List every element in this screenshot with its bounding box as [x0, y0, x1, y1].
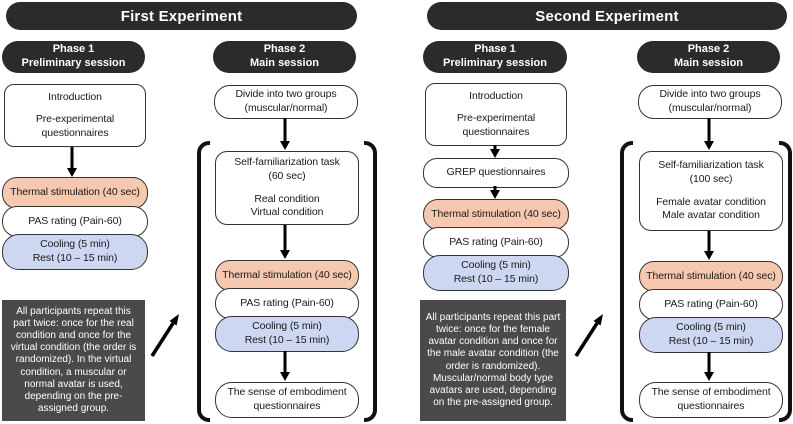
exp1-selffam-line2: (60 sec) — [268, 169, 306, 182]
diagonal-arrow-icon — [150, 314, 179, 357]
left-bracket-icon — [197, 141, 210, 422]
exp2-cooling-line2: Rest (10 – 15 min) — [453, 273, 539, 285]
exp2-intro-sub2: questionnaires — [462, 125, 530, 138]
exp2-selffam-line4: Male avatar condition — [662, 209, 760, 222]
exp2-pas-box: PAS rating (Pain-60) — [423, 227, 569, 258]
exp2-pas-label: PAS rating (Pain-60) — [449, 235, 543, 248]
exp2-phase2-line1: Phase 2 — [687, 43, 730, 56]
exp2-main-cooling-box: Cooling (5 min) Rest (10 – 15 min) — [639, 317, 783, 353]
exp2-selffam-box: Self-familiarization task (100 sec) Fema… — [639, 151, 783, 231]
exp2-main-thermal-label: Thermal stimulation (40 sec) — [646, 269, 776, 282]
exp1-main-thermal-label: Thermal stimulation (40 sec) — [222, 268, 352, 281]
exp2-selffam-line2: (100 sec) — [689, 172, 733, 185]
exp1-main-cooling-line1: Cooling (5 min) — [252, 320, 322, 333]
exp1-main-thermal-box: Thermal stimulation (40 sec) — [215, 260, 359, 291]
exp1-divide-line1: Divide into two groups — [235, 88, 337, 101]
exp2-thermal-box: Thermal stimulation (40 sec) — [423, 199, 569, 230]
exp2-selffam-line3: Female avatar condition — [656, 195, 766, 208]
exp1-repeat-note-text: All participants repeat this part twice:… — [10, 305, 137, 415]
exp2-phase2-pill: Phase 2 Main session — [637, 41, 780, 73]
flow-arrow-icon — [66, 147, 78, 177]
exp2-grep-box: GREP questionnaires — [423, 158, 569, 188]
exp1-divide-line2: (muscular/normal) — [244, 102, 328, 114]
exp1-main-pas-box: PAS rating (Pain-60) — [215, 288, 359, 319]
flow-arrow-icon — [703, 118, 715, 150]
exp2-repeat-note-text: All participants repeat this part twice:… — [425, 311, 561, 409]
exp1-cooling-box: Cooling (5 min) Rest (10 – 15 min) — [2, 234, 148, 270]
experiment1-title: First Experiment — [6, 2, 357, 30]
exp2-embodiment-line1: The sense of embodiment — [651, 386, 771, 399]
exp1-phase1-pill: Phase 1 Preliminary session — [2, 41, 145, 73]
exp2-thermal-label: Thermal stimulation (40 sec) — [431, 207, 561, 220]
left-bracket-icon — [620, 141, 633, 422]
exp1-phase1-line2: Preliminary session — [21, 57, 126, 69]
exp2-phase1-pill: Phase 1 Preliminary session — [423, 41, 567, 73]
exp1-phase2-line1: Phase 2 — [263, 43, 306, 56]
exp2-divide-line2: (muscular/normal) — [668, 102, 752, 114]
exp2-intro-box: Introduction Pre-experimental questionna… — [425, 83, 567, 146]
exp2-cooling-line1: Cooling (5 min) — [461, 259, 531, 272]
flow-arrow-icon — [703, 352, 715, 381]
exp1-intro-sub2: questionnaires — [41, 126, 109, 139]
experiment2-title-label: Second Experiment — [535, 7, 679, 25]
flow-arrow-icon — [279, 225, 291, 259]
exp2-phase2-line2: Main session — [673, 57, 744, 69]
exp1-embodiment-line2: questionnaires — [253, 400, 321, 412]
flow-arrow-icon — [279, 118, 291, 150]
exp1-cooling-line2: Rest (10 – 15 min) — [32, 252, 118, 264]
exp1-selffam-line3: Real condition — [254, 192, 320, 205]
exp2-phase1-line1: Phase 1 — [474, 43, 516, 56]
exp2-divide-box: Divide into two groups (muscular/normal) — [638, 85, 782, 119]
exp2-divide-line1: Divide into two groups — [659, 88, 761, 101]
exp1-cooling-line1: Cooling (5 min) — [40, 238, 110, 251]
exp2-grep-label: GREP questionnaires — [446, 166, 546, 179]
flow-arrow-icon — [489, 186, 501, 199]
exp1-main-pas-label: PAS rating (Pain-60) — [240, 296, 334, 309]
exp1-intro-sub1: Pre-experimental — [35, 113, 115, 126]
exp1-selffam-line4: Virtual condition — [250, 206, 324, 219]
exp1-selffam-box: Self-familiarization task (60 sec) Real … — [215, 151, 359, 225]
exp1-main-cooling-line2: Rest (10 – 15 min) — [244, 334, 330, 346]
exp2-embodiment-box: The sense of embodiment questionnaires — [639, 382, 783, 418]
exp1-phase2-pill: Phase 2 Main session — [213, 41, 356, 73]
exp2-embodiment-line2: questionnaires — [677, 400, 745, 412]
exp1-thermal-label: Thermal stimulation (40 sec) — [10, 186, 140, 199]
exp1-embodiment-box: The sense of embodiment questionnaires — [215, 382, 359, 418]
exp1-intro-box: Introduction Pre-experimental questionna… — [4, 84, 146, 147]
right-bracket-icon — [364, 141, 377, 422]
exp2-selffam-line1: Self-familiarization task — [658, 159, 764, 172]
exp2-intro-sub1: Pre-experimental — [456, 112, 536, 125]
exp1-main-cooling-box: Cooling (5 min) Rest (10 – 15 min) — [215, 316, 359, 352]
exp1-thermal-box: Thermal stimulation (40 sec) — [2, 177, 148, 209]
experiment1-title-label: First Experiment — [120, 7, 243, 25]
exp2-main-thermal-box: Thermal stimulation (40 sec) — [639, 261, 783, 292]
flow-arrow-icon — [279, 351, 291, 381]
exp2-main-cooling-line1: Cooling (5 min) — [676, 321, 746, 334]
diagonal-arrow-icon — [574, 314, 603, 357]
exp1-intro-title: Introduction — [48, 90, 102, 103]
exp2-main-cooling-line2: Rest (10 – 15 min) — [668, 335, 754, 347]
exp2-repeat-note: All participants repeat this part twice:… — [420, 300, 566, 421]
right-bracket-icon — [779, 141, 792, 422]
exp1-repeat-note: All participants repeat this part twice:… — [2, 300, 145, 421]
exp1-selffam-line1: Self-familiarization task — [234, 156, 340, 169]
exp1-embodiment-line1: The sense of embodiment — [227, 386, 347, 399]
exp2-intro-title: Introduction — [469, 89, 523, 102]
exp1-phase2-line2: Main session — [249, 57, 320, 69]
exp2-main-pas-box: PAS rating (Pain-60) — [639, 289, 783, 320]
flow-arrow-icon — [489, 145, 501, 158]
experiment2-title: Second Experiment — [427, 2, 787, 30]
exp1-divide-box: Divide into two groups (muscular/normal) — [214, 85, 358, 119]
exp2-phase1-line2: Preliminary session — [443, 57, 547, 69]
exp1-pas-box: PAS rating (Pain-60) — [2, 206, 148, 237]
exp1-phase1-line1: Phase 1 — [52, 43, 95, 56]
exp1-pas-label: PAS rating (Pain-60) — [28, 214, 122, 227]
flow-arrow-icon — [703, 231, 715, 260]
exp2-cooling-box: Cooling (5 min) Rest (10 – 15 min) — [423, 255, 569, 291]
exp2-main-pas-label: PAS rating (Pain-60) — [664, 297, 758, 310]
